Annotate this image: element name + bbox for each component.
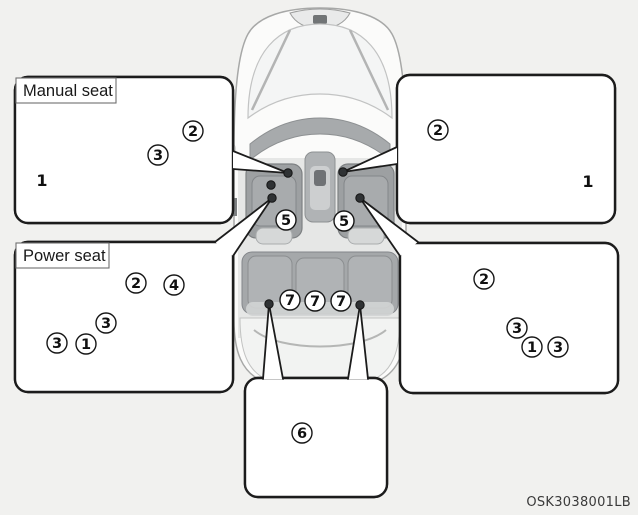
pointer-dots [264, 167, 365, 310]
svg-text:1: 1 [527, 340, 537, 356]
svg-text:2: 2 [479, 272, 489, 288]
panel-power-seat-right [398, 241, 620, 395]
callout-car-7-left: 7 [279, 289, 301, 311]
svg-text:3: 3 [52, 336, 62, 352]
panel-manual-seat-left [13, 75, 235, 225]
dot-recline-lever-left [283, 168, 293, 178]
svg-text:7: 7 [310, 294, 320, 310]
pointer-wedge-switch-left [262, 303, 284, 380]
pointer-wedge-manual-right [342, 146, 398, 173]
callout-power-left-4: 4 [163, 274, 185, 296]
callout-power-right-3b: 3 [547, 336, 569, 358]
center-console [304, 151, 336, 223]
callout-manual-left-1: 1 [36, 171, 47, 190]
callout-manual-right-1: 1 [582, 172, 593, 191]
dot-rear-switch-right [355, 300, 365, 310]
svg-text:3: 3 [512, 321, 522, 337]
rearview-mirror [313, 15, 327, 24]
dot-power-switch-right [355, 193, 365, 203]
label-manual-seat: Manual seat [15, 77, 117, 104]
pointer-wedge-manual-left [232, 150, 289, 174]
svg-text:7: 7 [285, 293, 295, 309]
pointer-wedge-switch-right [347, 304, 369, 380]
pointer-wedge-power-left [214, 197, 273, 257]
svg-text:3: 3 [101, 316, 111, 332]
panel-switch-detail [243, 376, 389, 499]
dot-power-switch-left [267, 193, 277, 203]
svg-text:3: 3 [553, 340, 563, 356]
svg-text:3: 3 [153, 148, 163, 164]
callout-car-7-center: 7 [304, 290, 326, 312]
svg-text:2: 2 [433, 123, 443, 139]
callout-switch-6: 6 [291, 422, 313, 444]
svg-text:2: 2 [188, 124, 198, 140]
front-seat-driver [245, 163, 303, 245]
callout-car-5-right: 5 [333, 210, 355, 232]
svg-text:5: 5 [281, 213, 291, 229]
svg-text:Manual seat: Manual seat [23, 82, 113, 100]
callout-power-left-3b: 3 [46, 332, 68, 354]
callout-car-5-left: 5 [275, 209, 297, 231]
callout-power-left-3a: 3 [95, 312, 117, 334]
rear-window [253, 329, 387, 348]
callout-power-right-2: 2 [473, 268, 495, 290]
svg-text:2: 2 [131, 276, 141, 292]
callout-power-right-1: 1 [521, 336, 543, 358]
dot-seat-side-upper [266, 180, 276, 190]
car-top-view [220, 7, 420, 391]
windshield [247, 23, 393, 120]
svg-text:Power seat: Power seat [23, 247, 106, 265]
image-code: OSK3038001LB [526, 495, 631, 510]
label-power-seat: Power seat [15, 242, 110, 269]
svg-text:5: 5 [339, 214, 349, 230]
svg-text:6: 6 [297, 426, 307, 442]
dot-rear-switch-left [264, 299, 274, 309]
callout-manual-left-3: 3 [147, 144, 169, 166]
svg-text:1: 1 [81, 337, 91, 353]
callout-power-right-3a: 3 [506, 317, 528, 339]
callout-manual-left-2: 2 [182, 120, 204, 142]
svg-text:7: 7 [336, 294, 346, 310]
pointer-wedge-power-right [359, 197, 419, 257]
callout-car-7-right: 7 [330, 290, 352, 312]
callout-power-left-2: 2 [125, 272, 147, 294]
panel-manual-seat-right [395, 73, 617, 225]
callout-manual-right-2: 2 [427, 119, 449, 141]
callout-power-left-1: 1 [75, 333, 97, 355]
dot-recline-lever-right [338, 167, 348, 177]
svg-text:4: 4 [169, 278, 179, 294]
